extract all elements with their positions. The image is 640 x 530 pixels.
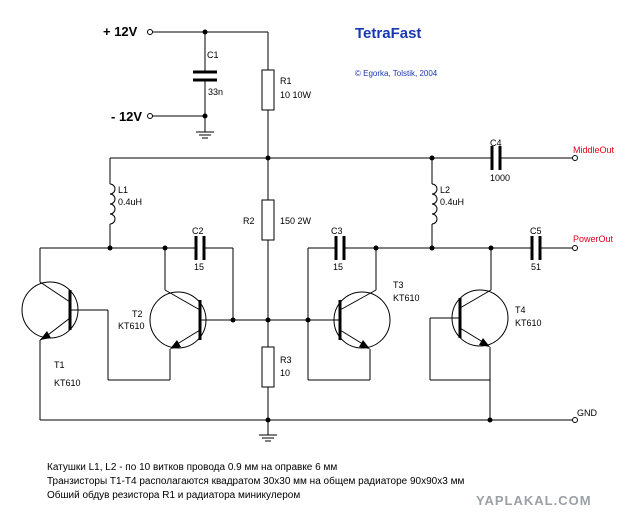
note-line-1: Катушки L1, L2 - по 10 витков провода 0.… bbox=[47, 462, 337, 473]
r3-resistor bbox=[259, 320, 277, 442]
cross-wires bbox=[39, 309, 491, 420]
right-node-c3-c5 bbox=[307, 236, 578, 320]
middle-out-label: MiddleOut bbox=[573, 145, 615, 155]
supply-c1-section bbox=[147, 29, 268, 139]
t3-value: KT610 bbox=[393, 293, 420, 303]
t4-transistor bbox=[451, 289, 509, 347]
c5-value: 51 bbox=[531, 262, 541, 272]
l2-value: 0.4uH bbox=[440, 197, 464, 207]
t1-name: T1 bbox=[54, 360, 65, 370]
c5-name: C5 bbox=[530, 226, 542, 236]
t3-transistor bbox=[330, 289, 391, 349]
c1-value: 33n bbox=[208, 87, 223, 97]
r3-name: R3 bbox=[280, 355, 292, 365]
l2-inductor bbox=[431, 158, 438, 248]
c4-capacitor bbox=[480, 146, 578, 170]
t2-transistor bbox=[149, 289, 233, 349]
left-node-c2 bbox=[39, 236, 234, 320]
r1-resistor bbox=[261, 32, 275, 158]
gnd-rail bbox=[40, 417, 578, 423]
t1-transistor bbox=[21, 281, 79, 341]
c3-name: C3 bbox=[331, 226, 343, 236]
c2-value: 15 bbox=[194, 262, 204, 272]
supply-neg-label: - 12V bbox=[111, 109, 142, 124]
t4-name: T4 bbox=[515, 305, 526, 315]
copyright-text: © Egorka, Tolstik, 2004 bbox=[355, 69, 438, 78]
power-out-label: PowerOut bbox=[573, 234, 614, 244]
r3-value: 10 bbox=[280, 368, 290, 378]
r1-name: R1 bbox=[280, 76, 292, 86]
t3-name: T3 bbox=[393, 280, 404, 290]
l1-name: L1 bbox=[118, 185, 128, 195]
note-line-2: Транзисторы T1-T4 располагаются квадрато… bbox=[47, 475, 464, 487]
r2-name: R2 bbox=[243, 216, 255, 226]
c1-name: C1 bbox=[207, 50, 219, 60]
t2-value: KT610 bbox=[118, 321, 145, 331]
watermark: YAPLAKAL.COM bbox=[476, 493, 592, 508]
r1-value: 10 10W bbox=[280, 90, 312, 100]
l2-name: L2 bbox=[440, 185, 450, 195]
gnd-label: GND bbox=[577, 408, 598, 418]
diagram-title: TetraFast bbox=[355, 25, 421, 42]
r2-value: 150 2W bbox=[280, 216, 312, 226]
t1-value: KT610 bbox=[54, 378, 81, 388]
l1-inductor bbox=[109, 158, 116, 248]
supply-pos-label: + 12V bbox=[103, 24, 138, 39]
c4-value: 1000 bbox=[490, 173, 510, 183]
note-line-3: Обший обдув резистора R1 и радиатора мин… bbox=[47, 489, 300, 501]
c2-name: C2 bbox=[192, 226, 204, 236]
c4-name: C4 bbox=[490, 138, 502, 148]
c3-value: 15 bbox=[333, 262, 343, 272]
t2-name: T2 bbox=[132, 309, 143, 319]
t4-value: KT610 bbox=[515, 318, 542, 328]
r2-resistor bbox=[261, 158, 275, 323]
l1-value: 0.4uH bbox=[118, 197, 142, 207]
